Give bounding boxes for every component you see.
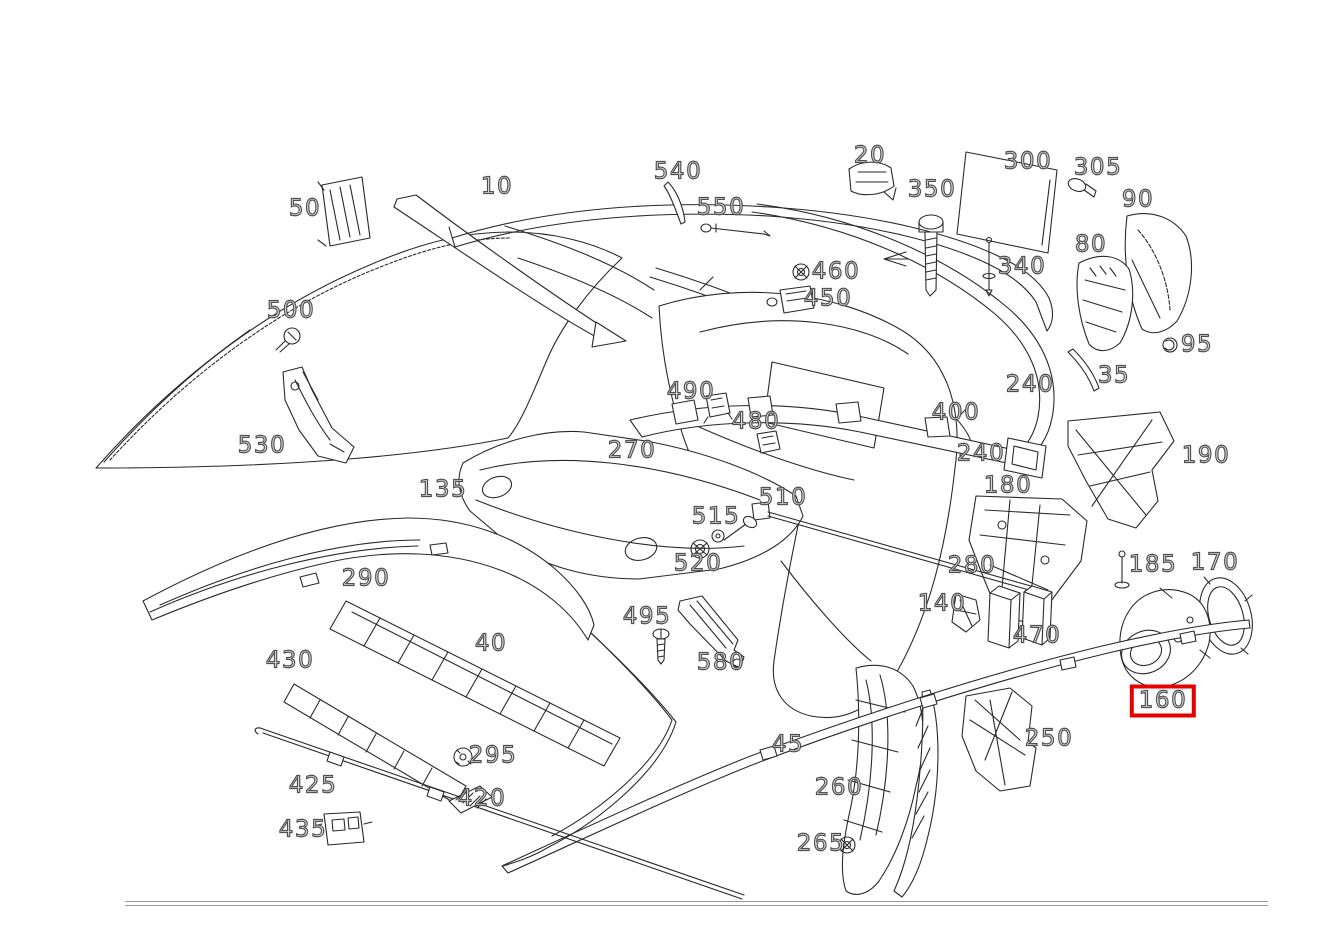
sketch-pillar-hatched bbox=[893, 689, 939, 898]
sketch-clip-480 bbox=[756, 430, 781, 454]
sketch-strip-240 bbox=[751, 203, 1055, 461]
sketch-moulding-10 bbox=[448, 204, 1054, 332]
part-label-140[interactable]: 140 bbox=[917, 590, 967, 617]
sketch-bracket-190 bbox=[1067, 411, 1175, 529]
sketch-clip-450 bbox=[766, 285, 815, 314]
part-label-340[interactable]: 340 bbox=[997, 253, 1047, 280]
sketch-pin-550 bbox=[700, 223, 771, 237]
part-label-550[interactable]: 550 bbox=[696, 194, 746, 221]
part-label-520[interactable]: 520 bbox=[673, 550, 723, 577]
bottom-rule bbox=[125, 901, 1268, 906]
part-label-540[interactable]: 540 bbox=[653, 158, 703, 185]
sketch-screw-350 bbox=[918, 214, 944, 297]
part-label-240[interactable]: 240 bbox=[956, 440, 1006, 467]
part-label-190[interactable]: 190 bbox=[1181, 442, 1231, 469]
sketch-blade-540 bbox=[663, 181, 686, 225]
part-label-450[interactable]: 450 bbox=[803, 285, 853, 312]
part-label-580[interactable]: 580 bbox=[696, 649, 746, 676]
part-label-500[interactable]: 500 bbox=[266, 297, 316, 324]
sketch-block-470 bbox=[1021, 585, 1053, 646]
sketch-lower-trim bbox=[142, 517, 595, 641]
sketch-washer-295 bbox=[453, 747, 473, 767]
sketch-strip-45 bbox=[501, 619, 1251, 874]
sketch-spoiler-blade-arrow bbox=[393, 194, 627, 348]
sketch-clip-490 bbox=[703, 392, 733, 424]
part-label-400[interactable]: 400 bbox=[931, 399, 981, 426]
part-label-300[interactable]: 300 bbox=[1003, 148, 1053, 175]
sketch-screw-515 bbox=[711, 515, 758, 543]
sketch-grommet-265 bbox=[838, 836, 856, 854]
part-label-265[interactable]: 265 bbox=[796, 830, 846, 857]
part-label-50[interactable]: 50 bbox=[288, 195, 322, 222]
sketch-bracket-580 bbox=[677, 595, 745, 669]
part-label-510[interactable]: 510 bbox=[758, 484, 808, 511]
part-label-95[interactable]: 95 bbox=[1180, 331, 1214, 358]
part-label-435[interactable]: 435 bbox=[278, 816, 328, 843]
sketch-clip-140 bbox=[951, 593, 981, 633]
part-label-305[interactable]: 305 bbox=[1073, 154, 1123, 181]
sketch-grommet-460 bbox=[792, 263, 810, 281]
part-label-295[interactable]: 295 bbox=[468, 742, 518, 769]
sketch-absorber-40 bbox=[329, 600, 621, 767]
sketch-rod-510 bbox=[751, 501, 1039, 593]
part-label-280[interactable]: 280 bbox=[947, 552, 997, 579]
part-label-530[interactable]: 530 bbox=[237, 432, 287, 459]
sketch-bracket-250 bbox=[961, 687, 1037, 792]
sketch-screw-305 bbox=[1067, 178, 1097, 198]
part-label-270[interactable]: 270 bbox=[607, 437, 657, 464]
part-label-240[interactable]: 240 bbox=[1005, 371, 1055, 398]
part-label-185[interactable]: 185 bbox=[1128, 551, 1178, 578]
part-label-35[interactable]: 35 bbox=[1097, 362, 1131, 389]
part-label-515[interactable]: 515 bbox=[691, 503, 741, 530]
part-label-470[interactable]: 470 bbox=[1012, 622, 1062, 649]
sketch-clip-20 bbox=[848, 161, 897, 201]
part-label-260[interactable]: 260 bbox=[814, 774, 864, 801]
sketch-screw-495 bbox=[652, 628, 670, 665]
sketch-rod-425 bbox=[254, 727, 745, 900]
part-label-460[interactable]: 460 bbox=[811, 258, 861, 285]
sketch-bumper-lower-edge bbox=[502, 591, 677, 867]
sketch-clip-95 bbox=[1162, 337, 1178, 353]
sketch-bracket-80 bbox=[1076, 255, 1134, 352]
part-label-170[interactable]: 170 bbox=[1190, 549, 1240, 576]
part-label-180[interactable]: 180 bbox=[983, 472, 1033, 499]
sketch-pad-300 bbox=[956, 151, 1058, 254]
part-label-20[interactable]: 20 bbox=[853, 142, 887, 169]
part-label-10[interactable]: 10 bbox=[480, 173, 514, 200]
sketch-grommet-520 bbox=[690, 539, 710, 559]
part-label-480[interactable]: 480 bbox=[731, 408, 781, 435]
part-label-90[interactable]: 90 bbox=[1121, 186, 1155, 213]
part-label-80[interactable]: 80 bbox=[1074, 231, 1108, 258]
sketch-panel-90 bbox=[1124, 213, 1193, 334]
sketch-block-435 bbox=[313, 811, 373, 846]
part-label-420[interactable]: 420 bbox=[457, 785, 507, 812]
part-label-45[interactable]: 45 bbox=[771, 731, 805, 758]
sketch-block-420 bbox=[448, 785, 493, 814]
sketch-screw-500 bbox=[275, 327, 301, 353]
part-label-430[interactable]: 430 bbox=[265, 647, 315, 674]
part-label-135[interactable]: 135 bbox=[418, 476, 468, 503]
part-label-290[interactable]: 290 bbox=[341, 565, 391, 592]
part-label-425[interactable]: 425 bbox=[288, 772, 338, 799]
part-label-160-highlighted[interactable]: 160 bbox=[1129, 684, 1197, 718]
sketch-sliver-35 bbox=[1067, 348, 1100, 392]
sketch-block-280 bbox=[987, 585, 1021, 649]
part-label-250[interactable]: 250 bbox=[1024, 725, 1074, 752]
part-label-490[interactable]: 490 bbox=[666, 378, 716, 405]
part-label-495[interactable]: 495 bbox=[622, 603, 672, 630]
part-label-40[interactable]: 40 bbox=[474, 630, 508, 657]
sketch-bracket-530 bbox=[282, 366, 355, 464]
sketch-bracket-50 bbox=[317, 176, 371, 247]
sketch-pin-185 bbox=[1114, 550, 1130, 589]
part-label-350[interactable]: 350 bbox=[907, 176, 957, 203]
